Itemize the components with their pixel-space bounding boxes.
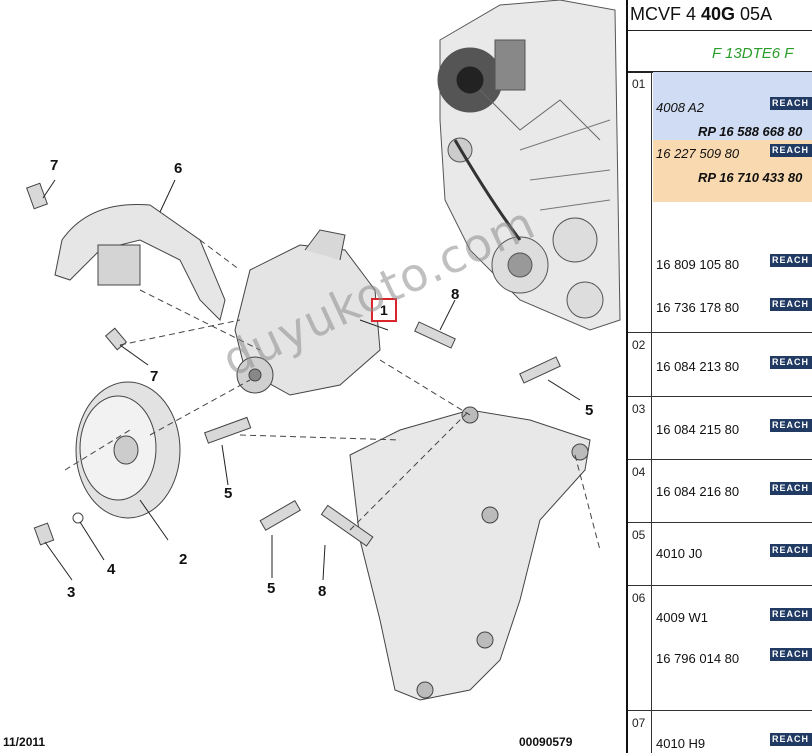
row-number: 06 — [628, 586, 652, 710]
table-row[interactable]: 03 16 084 215 80 REACH — [628, 397, 812, 460]
exploded-parts-diagram: 1 2 3 4 5 5 5 6 7 7 8 8 duyukoto.com 11/… — [3, 0, 621, 749]
callout-1[interactable]: 1 — [371, 298, 397, 322]
footer-code: 00090579 — [519, 735, 573, 749]
part-ref[interactable]: 16 796 014 80 — [656, 651, 740, 666]
table-row[interactable]: 01 4008 A2 REACH RP 16 588 668 80 16 227… — [628, 72, 812, 333]
part-ref[interactable]: 4009 W1 — [656, 610, 709, 625]
table-row[interactable]: 06 4009 W1 REACH 16 796 014 80 REACH — [628, 586, 812, 711]
explosion-lines — [64, 239, 601, 551]
part-ref[interactable]: 16 084 216 80 — [656, 484, 740, 499]
table-row[interactable]: 02 16 084 213 80 REACH — [628, 333, 812, 397]
reach-badge: REACH — [770, 254, 812, 267]
callout-5-c[interactable]: 5 — [267, 580, 276, 597]
row-number: 07 — [628, 711, 652, 753]
part-ref[interactable]: 16 736 178 80 — [656, 300, 740, 315]
part-ref[interactable]: 16 227 509 80 — [656, 146, 740, 161]
table-row[interactable]: 05 4010 J0 REACH — [628, 523, 812, 586]
callout-3[interactable]: 3 — [67, 584, 76, 601]
pump-body — [234, 229, 381, 396]
reach-badge: REACH — [770, 144, 812, 157]
part-ref[interactable]: 16 084 215 80 — [656, 422, 740, 437]
callout-6[interactable]: 6 — [174, 160, 183, 177]
part-ref[interactable]: RP 16 588 668 80 — [698, 124, 803, 139]
reach-badge: REACH — [770, 97, 812, 110]
mounting-bracket — [349, 406, 591, 701]
callout-4[interactable]: 4 — [107, 561, 116, 578]
reach-badge: REACH — [770, 482, 812, 495]
reach-badge: REACH — [770, 608, 812, 621]
reach-badge: REACH — [770, 733, 812, 746]
part-ref[interactable]: 16 084 213 80 — [656, 359, 740, 374]
bolts — [26, 182, 561, 547]
part-ref[interactable]: 16 809 105 80 — [656, 257, 740, 272]
engine-code: F 13DTE6 F — [712, 45, 794, 62]
leader-lines — [42, 179, 581, 581]
row-number: 05 — [628, 523, 652, 585]
callout-8-a[interactable]: 8 — [451, 286, 460, 303]
part-ref[interactable]: 4008 A2 — [656, 100, 704, 115]
callout-7-b[interactable]: 7 — [150, 368, 159, 385]
reach-badge: REACH — [770, 544, 812, 557]
engine-code-row: F 13DTE6 F — [628, 30, 812, 73]
row-number: 02 — [628, 333, 652, 396]
part-ref[interactable]: RP 16 710 433 80 — [698, 170, 803, 185]
part-ref[interactable]: 4010 H9 — [656, 736, 706, 751]
callout-7-a[interactable]: 7 — [50, 157, 59, 174]
table-row[interactable]: 07 4010 H9 REACH — [628, 711, 812, 753]
reach-badge: REACH — [770, 298, 812, 311]
row-number: 03 — [628, 397, 652, 459]
row-number: 04 — [628, 460, 652, 522]
row-number: 01 — [628, 72, 652, 332]
engine-illustration — [437, 0, 621, 331]
pulley — [75, 381, 181, 519]
table-row[interactable]: 04 16 084 216 80 REACH — [628, 460, 812, 523]
reach-badge: REACH — [770, 419, 812, 432]
parts-illustration — [26, 0, 621, 701]
callout-5-a[interactable]: 5 — [585, 402, 594, 419]
footer-date: 11/2011 — [3, 735, 46, 749]
callout-8-b[interactable]: 8 — [318, 583, 327, 600]
callout-5-b[interactable]: 5 — [224, 485, 233, 502]
part-ref[interactable]: 4010 J0 — [656, 546, 703, 561]
reach-badge: REACH — [770, 356, 812, 369]
panel-title: MCVF 4 40G 05A — [630, 4, 773, 24]
parts-reference-panel: MCVF 4 40G 05A F 13DTE6 F 01 4008 A2 REA… — [626, 0, 812, 753]
pulley-cover — [54, 203, 226, 321]
reach-badge: REACH — [770, 648, 812, 661]
callout-2[interactable]: 2 — [179, 551, 188, 568]
